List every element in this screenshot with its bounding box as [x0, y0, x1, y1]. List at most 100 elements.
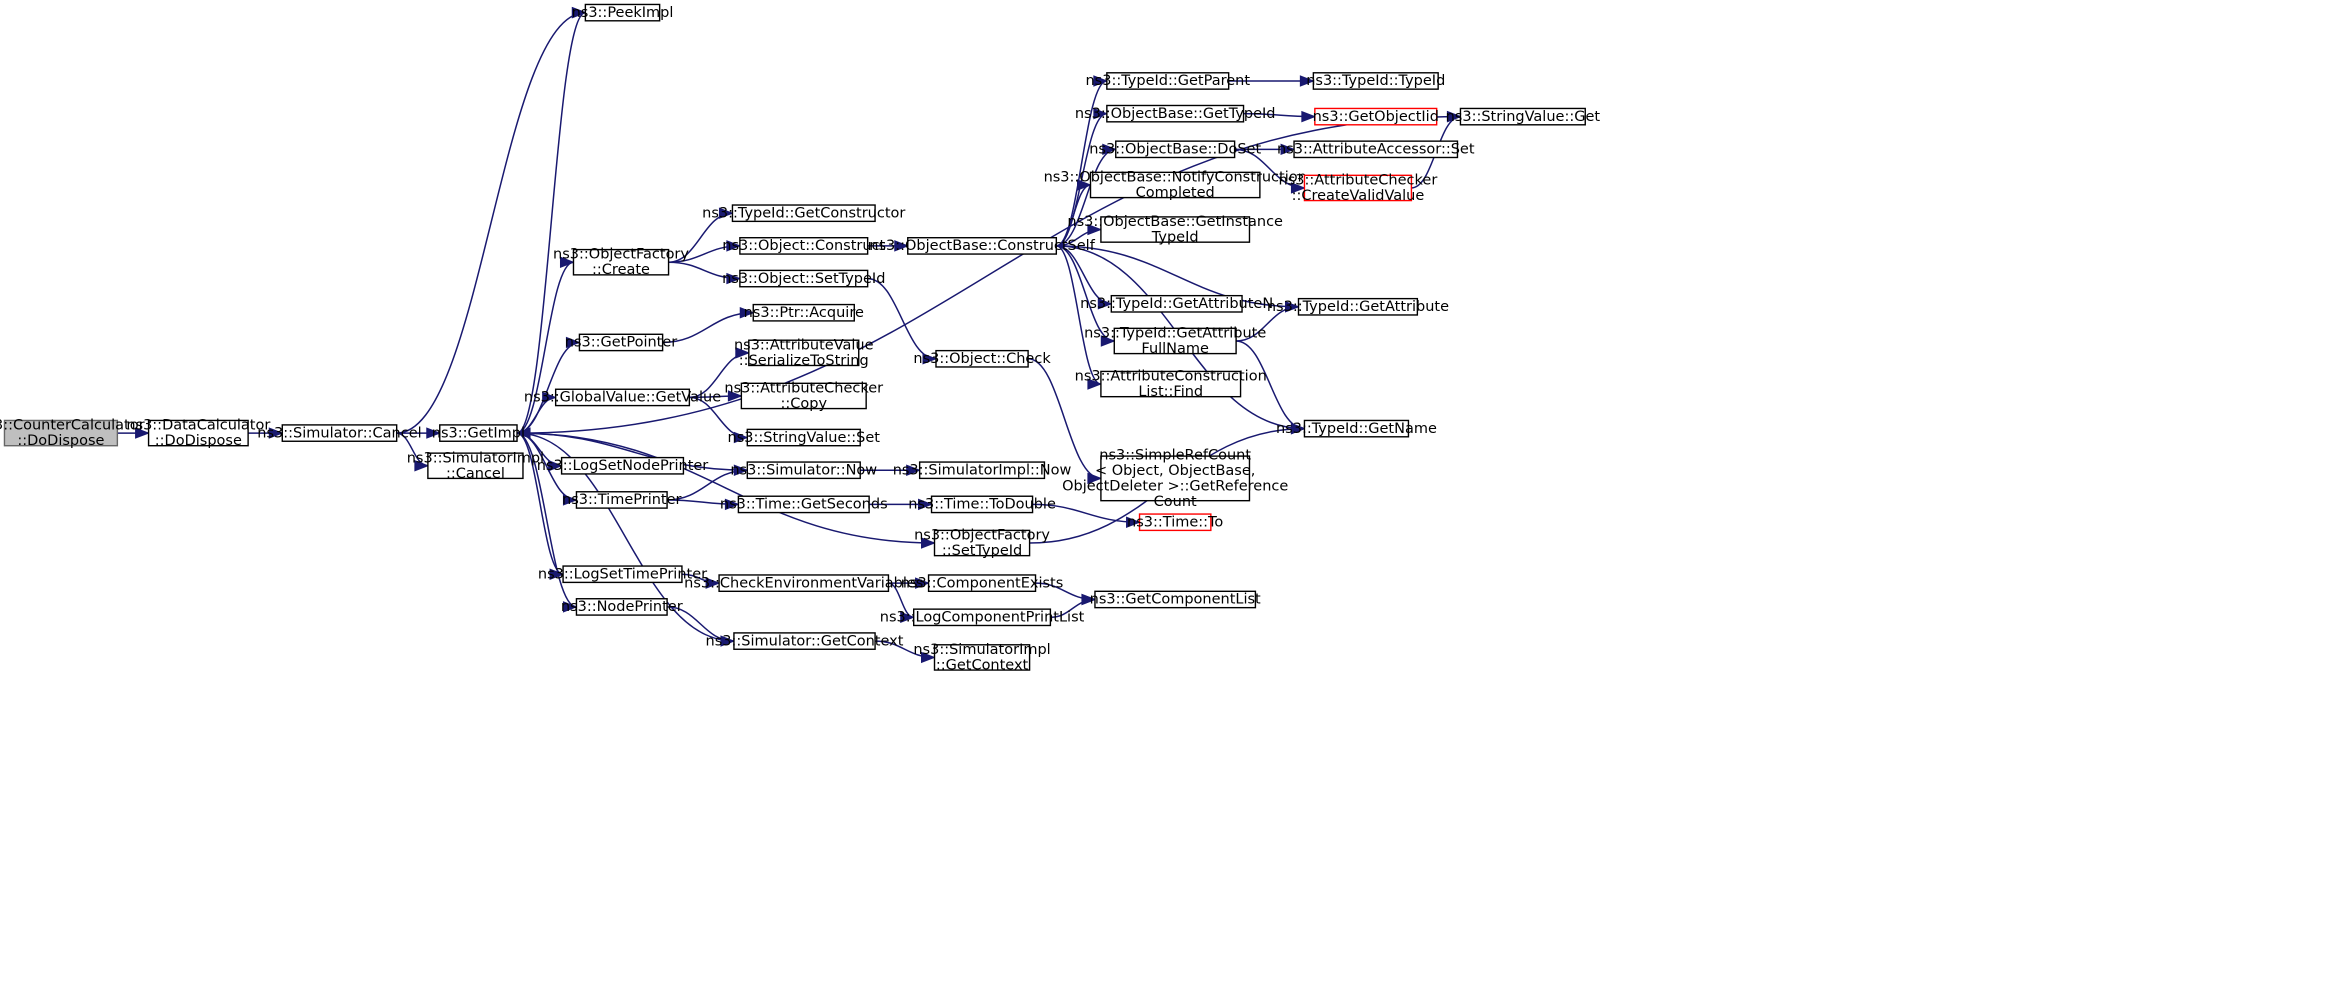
- function-node[interactable]: ns3::TimePrinter: [562, 491, 682, 509]
- call-edge-arrowhead: [559, 256, 575, 268]
- function-node[interactable]: ns3::SimulatorImpl::Now: [893, 461, 1072, 480]
- function-node[interactable]: ns3::TypeId::GetConstructor: [702, 204, 905, 223]
- function-node[interactable]: ns3::StringValue::Get: [1446, 107, 1601, 126]
- function-node[interactable]: ns3::GetPointer: [565, 333, 678, 352]
- function-node[interactable]: ns3::CounterCalculator::DoDispose: [0, 418, 145, 450]
- call-edge-arrowhead: [135, 427, 150, 439]
- call-edge-arrowhead: [727, 390, 743, 402]
- function-node-box: [572, 248, 670, 276]
- function-node[interactable]: ns3::Simulator::Now: [730, 461, 877, 480]
- function-node[interactable]: ns3::SimulatorImpl::Cancel: [407, 450, 544, 482]
- function-node-label: ns3::Ptr::Acquire: [744, 305, 864, 321]
- function-node-box: [1113, 327, 1237, 355]
- function-node[interactable]: ns3::AttributeChecker::CreateValidValue: [1279, 172, 1438, 204]
- function-node[interactable]: ns3::ObjectFactory::SetTypeId: [914, 528, 1050, 560]
- function-node[interactable]: ns3::ObjectBase::ConstructSelf: [869, 237, 1096, 255]
- function-node[interactable]: ns3::SimulatorImpl::GetContext: [913, 642, 1050, 674]
- call-edge-arrowhead: [724, 498, 740, 511]
- function-node-label: ::DoDispose: [17, 433, 104, 449]
- function-node[interactable]: ns3::Simulator::Cancel: [257, 424, 422, 442]
- function-node[interactable]: ns3::TypeId::GetAttributeN: [1080, 294, 1273, 313]
- function-node[interactable]: ns3::PeekImpl: [572, 3, 674, 22]
- function-node[interactable]: ns3::TypeId::TypeId: [1306, 72, 1445, 90]
- call-edge: [1056, 148, 1116, 247]
- call-edge-arrowhead: [894, 240, 910, 252]
- call-edge: [1056, 245, 1102, 385]
- function-node-box: [733, 632, 876, 650]
- call-edge: [1056, 245, 1115, 342]
- function-node[interactable]: ns3::SimpleRefCount< Object, ObjectBase,…: [1062, 447, 1288, 510]
- function-node[interactable]: ns3::GetObjectIid: [1313, 107, 1439, 126]
- function-node[interactable]: ns3::TypeId::GetParent: [1085, 72, 1250, 90]
- function-node[interactable]: ns3::Object::Check: [913, 349, 1051, 368]
- call-edge: [516, 11, 586, 434]
- function-node-label: < Object, ObjectBase,: [1095, 463, 1255, 479]
- call-edge-arrowhead: [1093, 75, 1109, 87]
- function-node[interactable]: ns3::ObjectBase::GetTypeId: [1075, 104, 1276, 123]
- call-edge-arrowhead: [515, 427, 531, 439]
- function-node[interactable]: ns3::ObjectBase::DoSet: [1089, 140, 1261, 159]
- function-node-box: [746, 461, 861, 480]
- function-node-box: [739, 269, 869, 288]
- function-node-label: ns3::ObjectBase::GetInstance: [1067, 214, 1283, 230]
- function-node[interactable]: ns3::Object::Construct: [722, 237, 886, 255]
- function-node-label: ns3::AttributeChecker: [724, 380, 883, 396]
- function-node[interactable]: ns3::AttributeValue::SerializeToString: [734, 337, 874, 369]
- function-node[interactable]: ns3::Time::ToDouble: [908, 495, 1056, 514]
- function-node[interactable]: ns3::ComponentExists: [901, 574, 1064, 593]
- function-node-label: ns3::ObjectBase::NotifyConstruction: [1044, 169, 1307, 185]
- function-node[interactable]: ns3::GetImpl: [432, 424, 525, 442]
- call-edge-arrowhead: [549, 568, 565, 580]
- function-node[interactable]: ns3::DataCalculator::DoDispose: [126, 418, 270, 450]
- function-node[interactable]: ns3::AttributeAccessor::Set: [1277, 140, 1475, 159]
- call-edge-arrowhead: [1301, 110, 1317, 123]
- function-node-box: [562, 565, 683, 584]
- function-node-label: ns3::TypeId::GetName: [1276, 421, 1437, 437]
- function-node[interactable]: ns3::CheckEnvironmentVariables: [684, 574, 923, 593]
- function-node[interactable]: ns3::GlobalValue::GetValue: [524, 388, 721, 407]
- function-node-box: [439, 424, 518, 442]
- function-node-label: ns3::LogSetTimePrinter: [538, 566, 707, 582]
- function-node[interactable]: ns3::LogComponentPrintList: [880, 608, 1085, 627]
- function-node-box: [1293, 140, 1459, 159]
- function-node-label: ns3::ObjectFactory: [914, 528, 1050, 544]
- function-node-label: ::Cancel: [446, 466, 505, 482]
- function-node-box: [1100, 216, 1251, 243]
- function-node[interactable]: ns3::ObjectFactory::Create: [553, 247, 689, 279]
- function-node[interactable]: ns3::NodePrinter: [561, 598, 683, 616]
- call-edge-arrowhead: [906, 464, 922, 476]
- call-edges: [117, 6, 1462, 664]
- function-node-label: ns3::SimpleRefCount: [1099, 447, 1251, 463]
- function-node[interactable]: ns3::AttributeChecker::Copy: [724, 380, 883, 412]
- function-node[interactable]: ns3::LogSetTimePrinter: [538, 565, 707, 584]
- function-node[interactable]: ns3::LogSetNodePrinter: [537, 456, 709, 475]
- function-node-box: [930, 495, 1034, 514]
- function-node[interactable]: ns3::TypeId::GetName: [1276, 419, 1437, 438]
- function-node-box: [737, 495, 870, 514]
- function-node[interactable]: ns3::Time::GetSeconds: [720, 495, 888, 514]
- call-edge-arrowhead: [562, 601, 578, 613]
- call-edge-arrowhead: [921, 537, 936, 549]
- call-edge-arrowhead: [739, 307, 755, 319]
- function-node-label: ns3::NodePrinter: [561, 599, 683, 615]
- function-node-box: [575, 598, 668, 616]
- function-node-label: List::Find: [1138, 384, 1203, 400]
- function-node[interactable]: ns3::Ptr::Acquire: [744, 303, 864, 322]
- call-edge-arrowhead: [918, 498, 933, 511]
- function-node-box: [560, 456, 685, 475]
- function-node-label: ::SetTypeId: [942, 543, 1022, 559]
- function-node-label: ns3::TypeId::GetConstructor: [702, 205, 905, 221]
- function-node-box: [746, 428, 861, 447]
- function-node[interactable]: ns3::TypeId::GetAttribute: [1267, 297, 1449, 316]
- function-node-box: [913, 608, 1052, 627]
- function-node[interactable]: ns3::Simulator::GetContext: [706, 632, 904, 650]
- function-node[interactable]: ns3::GetComponentList: [1090, 590, 1261, 609]
- function-node[interactable]: ns3::StringValue::Set: [728, 428, 881, 447]
- function-node[interactable]: ns3::Time::To: [1127, 513, 1223, 532]
- function-node[interactable]: ns3::Object::SetTypeId: [722, 269, 885, 288]
- function-node[interactable]: ns3::ObjectBase::NotifyConstructionCompl…: [1044, 169, 1307, 201]
- function-node-label: ns3::LogSetNodePrinter: [537, 458, 709, 474]
